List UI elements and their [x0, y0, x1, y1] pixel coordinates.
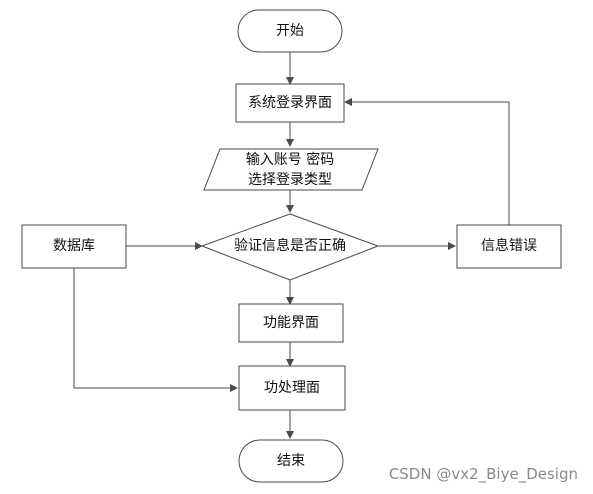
function-node: 功能界面	[238, 303, 344, 343]
login-label: 系统登录界面	[248, 95, 332, 111]
verify-label: 验证信息是否正确	[234, 237, 346, 254]
start-node: 开始	[237, 9, 343, 53]
edge-error-to-login	[344, 98, 510, 225]
function-label: 功能界面	[263, 315, 319, 331]
login-node: 系统登录界面	[235, 83, 345, 123]
watermark: CSDN @vx2_Biye_Design	[389, 465, 578, 484]
start-label: 开始	[276, 23, 304, 39]
edge-database-to-process	[73, 268, 238, 392]
input-label-line2: 选择登录类型	[248, 172, 332, 188]
database-label: 数据库	[53, 238, 95, 254]
process-label: 功处理面	[264, 380, 320, 396]
database-node: 数据库	[21, 224, 127, 269]
verify-node: 验证信息是否正确	[200, 213, 380, 281]
end-label: 结束	[277, 453, 305, 469]
input-node: 输入账号 密码 选择登录类型	[203, 148, 379, 191]
edges	[73, 52, 510, 439]
input-label-line1: 输入账号 密码	[246, 151, 334, 168]
end-node: 结束	[238, 439, 344, 483]
process-node: 功处理面	[238, 365, 346, 411]
error-label: 信息错误	[481, 237, 537, 254]
error-node: 信息错误	[456, 224, 562, 269]
